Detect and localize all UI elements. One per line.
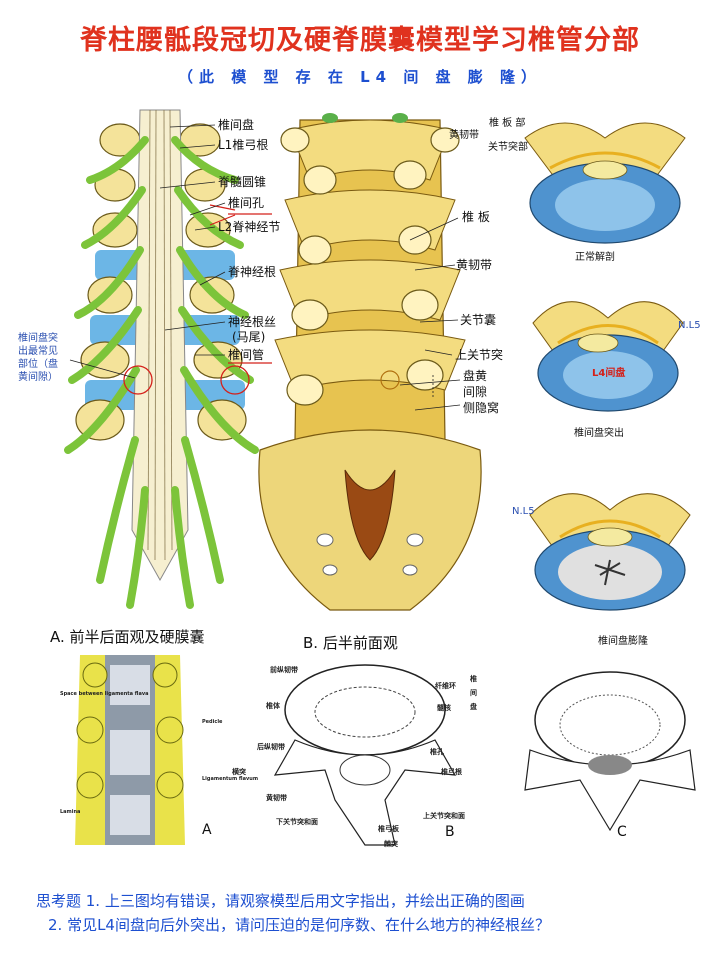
panel-a-illustration [60, 109, 260, 610]
b-label-superior: 上关节突和面 [423, 812, 465, 820]
disc-herniation-illustration [532, 301, 684, 412]
label-l4-disc: L4间盘 [592, 368, 626, 379]
b-label-plr: 后纵韧带 [257, 743, 285, 751]
bottom-a-label-pedicle: Pedicle [202, 719, 223, 725]
b-label-spinous: 棘突 [384, 840, 398, 848]
label-nl5-1: N.L5 [678, 320, 701, 331]
label-flavum-right: 黄韧带 [449, 130, 479, 141]
b-label-disc-1: 椎 [470, 675, 477, 683]
label-canal: 椎间管 [228, 348, 265, 362]
disc-bulge-illustration [529, 493, 691, 611]
label-flavum: 黄韧带 [456, 258, 493, 272]
bottom-c-letter: C [617, 824, 627, 840]
label-cauda-2: (马尾) [232, 330, 266, 344]
b-label-pedicle: 椎弓根 [441, 768, 462, 776]
bottom-b-letter: B [445, 824, 455, 840]
label-disc: 椎间盘 [218, 118, 255, 132]
b-label-body: 椎体 [266, 702, 280, 710]
label-l2-ganglion: L2脊神经节 [218, 220, 281, 234]
label-conus: 脊髓圆锥 [218, 175, 267, 189]
page-title: 脊柱腰骶段冠切及硬脊膜囊模型学习椎管分部 [80, 25, 640, 56]
label-nerve-root: 脊神经根 [228, 265, 277, 279]
label-l1-pedicle: L1椎弓根 [218, 138, 269, 152]
label-gap-1: 盘黄 [463, 369, 488, 383]
bottom-a-label-flavum: Ligamentum flavum [202, 776, 259, 782]
b-label-alr: 前纵韧带 [270, 666, 298, 674]
b-label-flavum: 黄韧带 [266, 794, 287, 802]
bottom-a-label-lamina: Lamina [60, 809, 81, 815]
panel-b-illustration [258, 113, 482, 611]
label-foramen: 椎间孔 [228, 196, 265, 210]
side-note-4: 黄间隙） [18, 372, 58, 383]
b-label-annulus: 纤维环 [435, 682, 456, 690]
bottom-a-label-space: Space between ligamenta flava [60, 691, 149, 697]
panel-b-caption: B. 后半前面观 [303, 634, 398, 652]
question-2: 2. 常见L4间盘向后外突出，请问压迫的是何序数、在什么地方的神经根丝？ [48, 916, 550, 934]
b-label-transverse: 横突 [232, 768, 246, 776]
b-label-disc-2: 间 [470, 689, 477, 697]
label-bulge: 椎间盘膨隆 [598, 636, 648, 647]
b-label-disc-3: 盘 [470, 703, 477, 711]
bottom-a-illustration [75, 655, 185, 845]
bottom-b-illustration [273, 664, 457, 846]
side-note-2: 出最常见 [18, 346, 58, 357]
label-lateral-recess: 侧隐窝 [463, 401, 500, 415]
b-label-nucleus: 髓核 [437, 704, 451, 712]
b-label-foramen: 椎孔 [430, 748, 444, 756]
label-lamina: 椎 板 [462, 210, 490, 224]
b-label-inferior: 下关节突和面 [276, 818, 318, 826]
label-cauda-1: 神经根丝 [228, 315, 277, 329]
bottom-a-letter: A [202, 822, 212, 838]
normal-anatomy-illustration [524, 122, 686, 244]
label-lamina-part: 椎 板 部 [489, 118, 526, 129]
label-normal-anatomy: 正常解剖 [575, 252, 615, 263]
side-note-3: 部位（盘 [18, 359, 58, 370]
label-capsule: 关节囊 [460, 313, 497, 327]
label-superior-facet: 上关节突 [455, 348, 504, 362]
label-gap-2: 间隙 [463, 385, 488, 399]
label-herniation: 椎间盘突出 [574, 428, 624, 439]
side-note-1: 椎间盘突 [18, 333, 58, 344]
label-nl5-2: N.L5 [512, 506, 535, 517]
bottom-c-illustration [524, 671, 696, 832]
label-facet-part: 关节突部 [488, 142, 528, 153]
page-subtitle: （此 模 型 存 在 L4 间 盘 膨 隆） [178, 68, 542, 86]
question-1: 思考题 1. 上三图均有错误，请观察模型后用文字指出，并绘出正确的图画 [36, 892, 525, 910]
panel-a-caption: A. 前半后面观及硬膜囊 [50, 628, 205, 646]
b-label-lamina: 椎弓板 [378, 825, 399, 833]
